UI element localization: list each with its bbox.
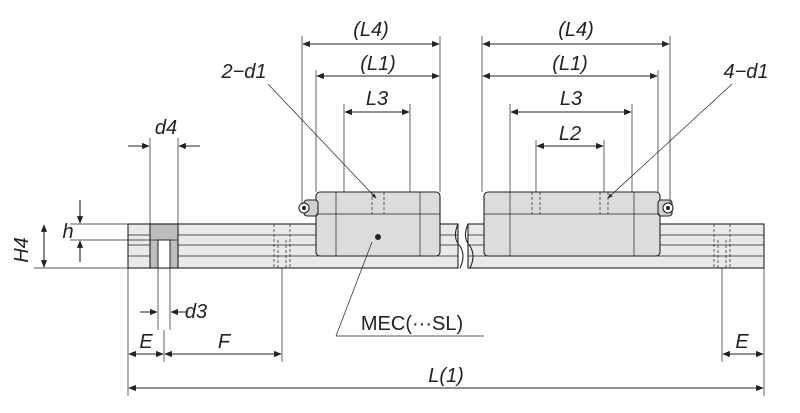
label-h: h [62, 221, 73, 243]
label-e-right: E [735, 331, 749, 353]
slide-block-left [298, 191, 441, 257]
rail-break-line-2 [464, 223, 474, 269]
rail-break-line [454, 223, 464, 269]
rail-mounting-hole-2 [713, 224, 731, 268]
label-d1-right: 4−d1 [723, 61, 768, 83]
label-d3: d3 [185, 301, 207, 323]
leader-d1-right [607, 83, 733, 199]
dim-h4 [34, 224, 128, 269]
leader-d1-left [267, 83, 377, 199]
block-body-right [483, 191, 661, 257]
label-l3-right: L3 [560, 88, 582, 110]
label-l4-right: (L4) [558, 19, 594, 41]
slide-block-right [483, 191, 674, 257]
label-h4: H4 [11, 237, 33, 263]
label-l3-left: L3 [366, 88, 388, 110]
label-d1-left: 2−d1 [220, 61, 266, 83]
label-l1-right: (L1) [552, 53, 588, 75]
block-body-left [315, 191, 441, 257]
label-d4: d4 [155, 117, 177, 139]
label-l2-right: L2 [559, 123, 581, 145]
dim-d3 [140, 268, 188, 330]
rail [127, 223, 765, 269]
dim-d4 [128, 138, 200, 224]
label-f: F [218, 331, 232, 353]
rail-mounting-hole-1 [273, 224, 291, 268]
dim-e-f [127, 268, 283, 396]
block-center-mark [375, 234, 381, 240]
leader-mec [335, 241, 373, 337]
label-l-total: L(1) [428, 365, 464, 387]
label-l4-left: (L4) [353, 19, 389, 41]
label-e-left: E [139, 331, 153, 353]
label-mec: MEC(···SL) [361, 313, 463, 335]
label-l1-left: (L1) [360, 53, 396, 75]
extension-lines-top [301, 36, 671, 204]
dim-h [70, 200, 150, 262]
dim-e-right [721, 268, 765, 396]
